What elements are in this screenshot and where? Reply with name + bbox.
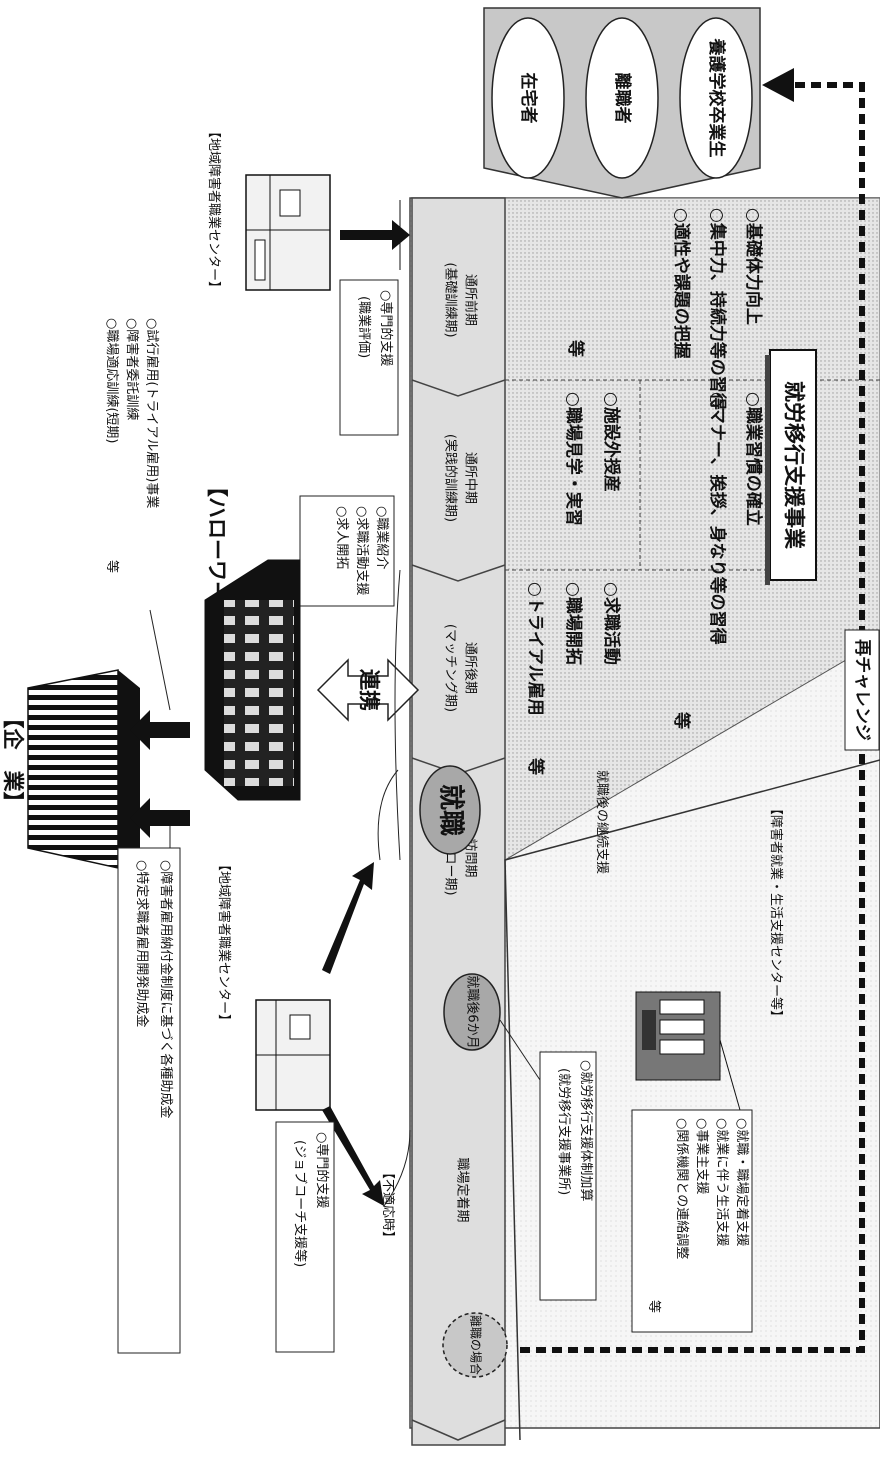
goal-mid-a-etc: 等 <box>671 712 692 729</box>
circle-rishokusha-label: 離職者 <box>612 73 633 124</box>
company-building-icon <box>27 669 119 869</box>
phase-settle-name: 職場定着期 <box>455 1157 471 1222</box>
rechallenge-arrowhead <box>762 68 794 102</box>
transition-bonus-1: ○就労移行支援体制加算 <box>578 1060 593 1201</box>
hello-work-box <box>299 495 395 607</box>
voc-top-support-1: ○専門的支援 <box>378 290 394 366</box>
on-leaving-label: 離職の場合 <box>469 1315 484 1375</box>
goal-late-etc: 等 <box>525 758 546 775</box>
voc-bottom-support-2: (ジョブコーチ支援等) <box>292 1140 308 1267</box>
rechallenge-label: 再チャレンジ <box>852 639 872 741</box>
six-months-circle <box>443 973 501 1051</box>
six-months-label: 就職後6か月 <box>465 975 480 1048</box>
voc-top-program-3: ○職場適応訓練(短期) <box>104 318 120 444</box>
voc-bottom-title: 【地域障害者職業センター】 <box>216 858 232 1027</box>
support-region-outline <box>504 759 880 1441</box>
arrow-voc-bottom-up <box>322 862 374 974</box>
voc-bottom-maladjust: 【不適応時】 <box>380 1166 396 1244</box>
goal-early-etc: 等 <box>565 340 586 357</box>
goal-late-3: ○トライアル雇用 <box>525 582 546 716</box>
program-title-box <box>769 349 817 581</box>
circle-zaitakusha <box>491 17 565 179</box>
goal-early-3: ○適性や課題の把握 <box>671 208 692 359</box>
center-support-title: 【障害者就業・生活支援センター等】 <box>768 802 784 1023</box>
hello-work-item-3: ○求人開拓 <box>334 506 349 569</box>
chevron-divider-2 <box>411 564 506 582</box>
center-support-item-3: ○事業主支援 <box>694 1118 710 1194</box>
goal-late-1: ○求職活動 <box>601 582 622 665</box>
circle-rishokusha <box>585 17 659 179</box>
transition-bonus-2: (就労移行支援事業所) <box>556 1068 572 1195</box>
program-title: 就労移行支援事業 <box>782 381 806 550</box>
arrow-hello-to-company <box>130 710 190 750</box>
voc-top-support-box <box>339 279 399 436</box>
voc-bottom-support-1: ○専門的支援 <box>314 1132 330 1208</box>
rechallenge-box <box>844 629 880 751</box>
hello-work-item-1: ○職業紹介 <box>374 506 390 569</box>
center-support-item-1: ○就職・職場定着支援 <box>734 1118 750 1246</box>
subsidy-1: ○障害者雇用納付金制度に基づく各種助成金 <box>158 860 174 1118</box>
circle-yogo-label: 養護学校卒業生 <box>706 38 727 158</box>
transition-bonus-box <box>539 1051 597 1301</box>
arrow-voc-top <box>340 220 410 250</box>
goal-mid-b-2: ○職場見学・実習 <box>563 392 584 526</box>
voc-top-program-etc: 等 <box>104 560 120 573</box>
phase-early-sub: (基礎訓練期) <box>443 262 459 337</box>
voc-top-support-2: (職業評価) <box>356 296 372 358</box>
goal-early-1: ○基礎体力向上 <box>743 208 764 325</box>
voc-top-program-1: ○試行雇用(トライアル雇用)事業 <box>144 318 160 508</box>
phase-early-name: 通所前期 <box>463 274 479 326</box>
chevron-divider-4 <box>411 1419 506 1441</box>
circle-zaitakusha-label: 在宅者 <box>518 73 539 124</box>
cooperation-arrow <box>316 658 420 722</box>
chevron-divider-1 <box>411 379 506 397</box>
center-support-item-etc: 等 <box>646 1300 662 1313</box>
voc-bottom-support-box <box>275 1121 335 1353</box>
goal-early-2: ○集中力、持続力等の習得 <box>707 208 728 410</box>
phase-late-name: 通所後期 <box>463 642 478 694</box>
arrow-subsidy-to-company <box>130 798 190 838</box>
phase-visit-name: 訪問期 <box>463 838 479 877</box>
center-support-item-2: ○就業に伴う生活支援 <box>714 1118 730 1246</box>
voc-top-program-2: ○障害者委託訓練 <box>124 318 140 420</box>
goal-mid-a-1: ○職業習慣の確立 <box>743 392 764 526</box>
on-leaving-circle <box>442 1312 508 1378</box>
continued-support-label: 就職後の継続支援 <box>594 770 609 874</box>
hello-work-item-2: ○求職活動支援 <box>354 506 369 595</box>
goal-late-2: ○職場開拓 <box>563 582 584 665</box>
center-support-item-4: ○関係機関との連絡調整 <box>674 1118 690 1259</box>
cooperation-label: 連携 <box>357 669 381 711</box>
circle-yogo <box>679 17 753 179</box>
phase-mid-sub: (実践的訓練期) <box>443 434 459 522</box>
center-support-box <box>631 1109 753 1333</box>
arrow-voc-bottom-down <box>322 1106 384 1206</box>
subsidies-box <box>117 847 181 1354</box>
phase-late-sub: (マッチング期) <box>443 624 458 712</box>
goal-mid-a-2: ○マナー、挨拶、身なり等の習得 <box>707 392 728 645</box>
employment-label: 就職 <box>436 784 466 836</box>
phase-mid-name: 通所中期 <box>463 452 478 504</box>
subsidy-2: ○特定求職者雇用開発助成金 <box>134 860 150 1027</box>
employment-circle <box>419 765 481 855</box>
goal-mid-b-1: ○施設外授産 <box>601 392 622 492</box>
voc-top-title: 【地域障害者職業センター】 <box>206 125 222 294</box>
company-title: 【企 業】 <box>1 708 25 813</box>
